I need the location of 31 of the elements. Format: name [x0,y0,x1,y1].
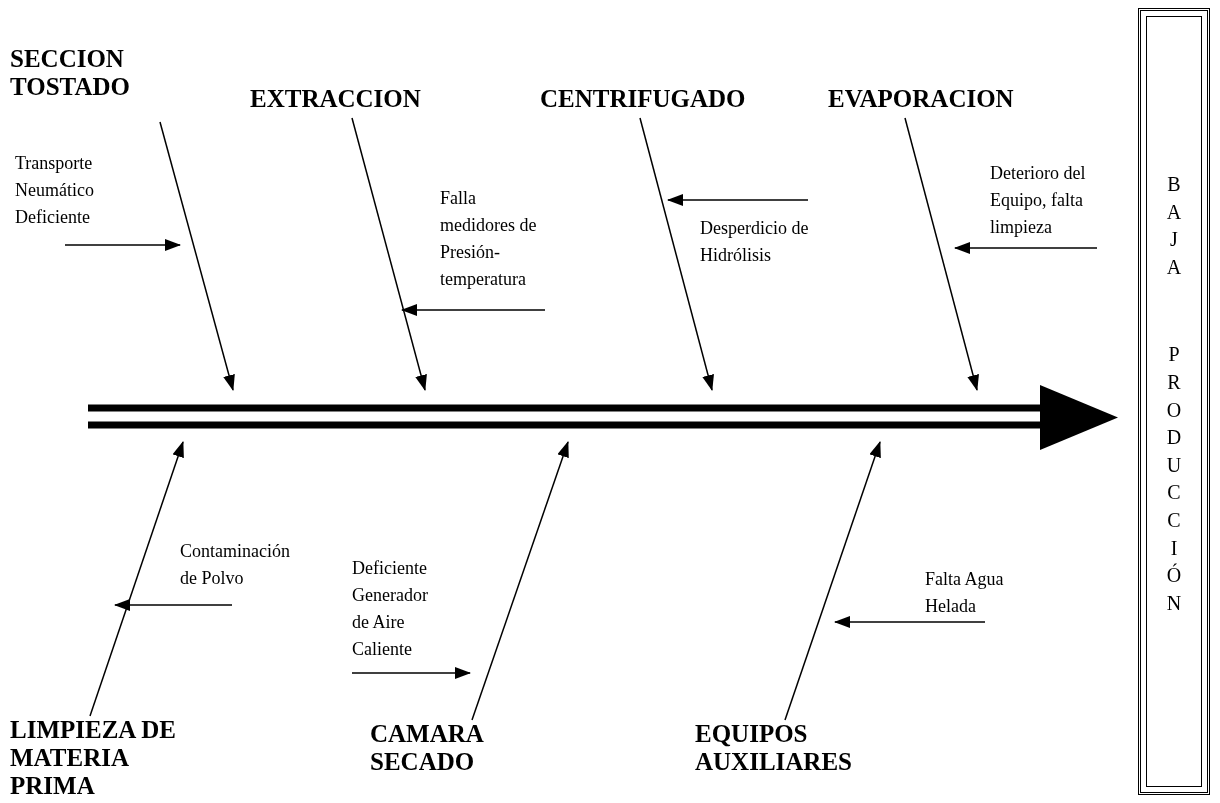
arrow [954,242,1098,254]
category-label: EVAPORACION [828,85,1015,113]
cause-label: Deficiente Generador de Aire Caliente [352,557,429,661]
cause-label: Contaminación de Polvo [180,540,291,590]
category-label: EQUIPOS AUXILIARES [695,720,853,776]
arrow [114,599,233,611]
arrow [89,441,184,717]
effect-text: PRODUCCIÓN [1166,342,1182,616]
effect-box [1138,8,1210,795]
arrow [351,667,471,679]
arrow [471,441,569,721]
category-label: CENTRIFUGADO [540,85,747,113]
effect-text: BAJA [1166,172,1182,280]
category-label: CAMARA SECADO [370,720,484,776]
category-label: EXTRACCION [250,85,422,113]
arrow [64,239,181,251]
cause-label: Falta Agua Helada [925,568,1005,618]
cause-label: Transporte Neumático Deficiente [15,152,95,229]
cause-label: Falla medidores de Presión-temperatura [440,187,538,291]
arrow [351,117,427,391]
arrow [834,616,986,628]
arrow [667,194,809,206]
arrow [401,304,546,316]
cause-label: Desperdicio de Hidrólisis [700,217,810,267]
arrow [639,117,714,391]
arrow [784,441,881,721]
arrow [159,121,235,391]
cause-label: Deterioro del Equipo, falta limpieza [990,162,1087,239]
category-label: LIMPIEZA DE MATERIA PRIMA [10,716,177,800]
category-label: SECCION TOSTADO [10,45,131,101]
arrow [904,117,979,391]
